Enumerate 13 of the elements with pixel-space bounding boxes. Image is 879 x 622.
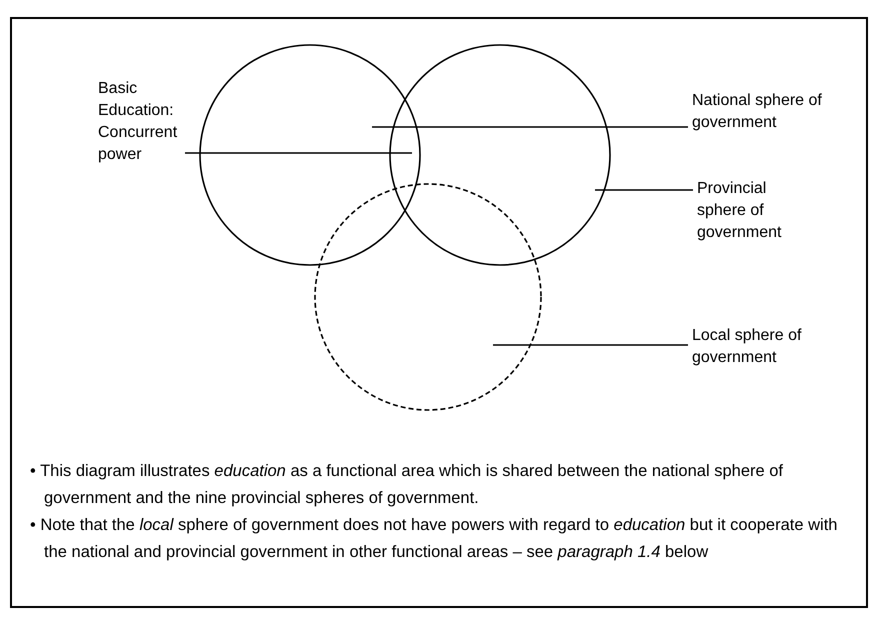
circle-shape (388, 43, 612, 267)
leader-line (493, 344, 688, 346)
dashed-circle-shape (313, 182, 543, 412)
sphere-label: Provincial sphere of government (697, 178, 817, 244)
sphere-label: Basic Education: Concurrent power (98, 78, 183, 166)
circle-shape (198, 43, 422, 267)
leader-line (372, 126, 688, 128)
bullet-note: • This diagram illustrates education as a functional area which is shared between the national sphere of government and the nine provincial spheres of government. (30, 461, 784, 509)
sphere-label: Local sphere of government (692, 325, 852, 369)
bullet-note: • Note that the local sphere of government does not have powers with regard to education but it cooperate with the national and provincial government in other functional areas – see paragraph 1.4 below (30, 515, 838, 563)
leader-line (185, 152, 412, 154)
sphere-label: National sphere of government (692, 90, 852, 134)
leader-line (595, 189, 693, 191)
